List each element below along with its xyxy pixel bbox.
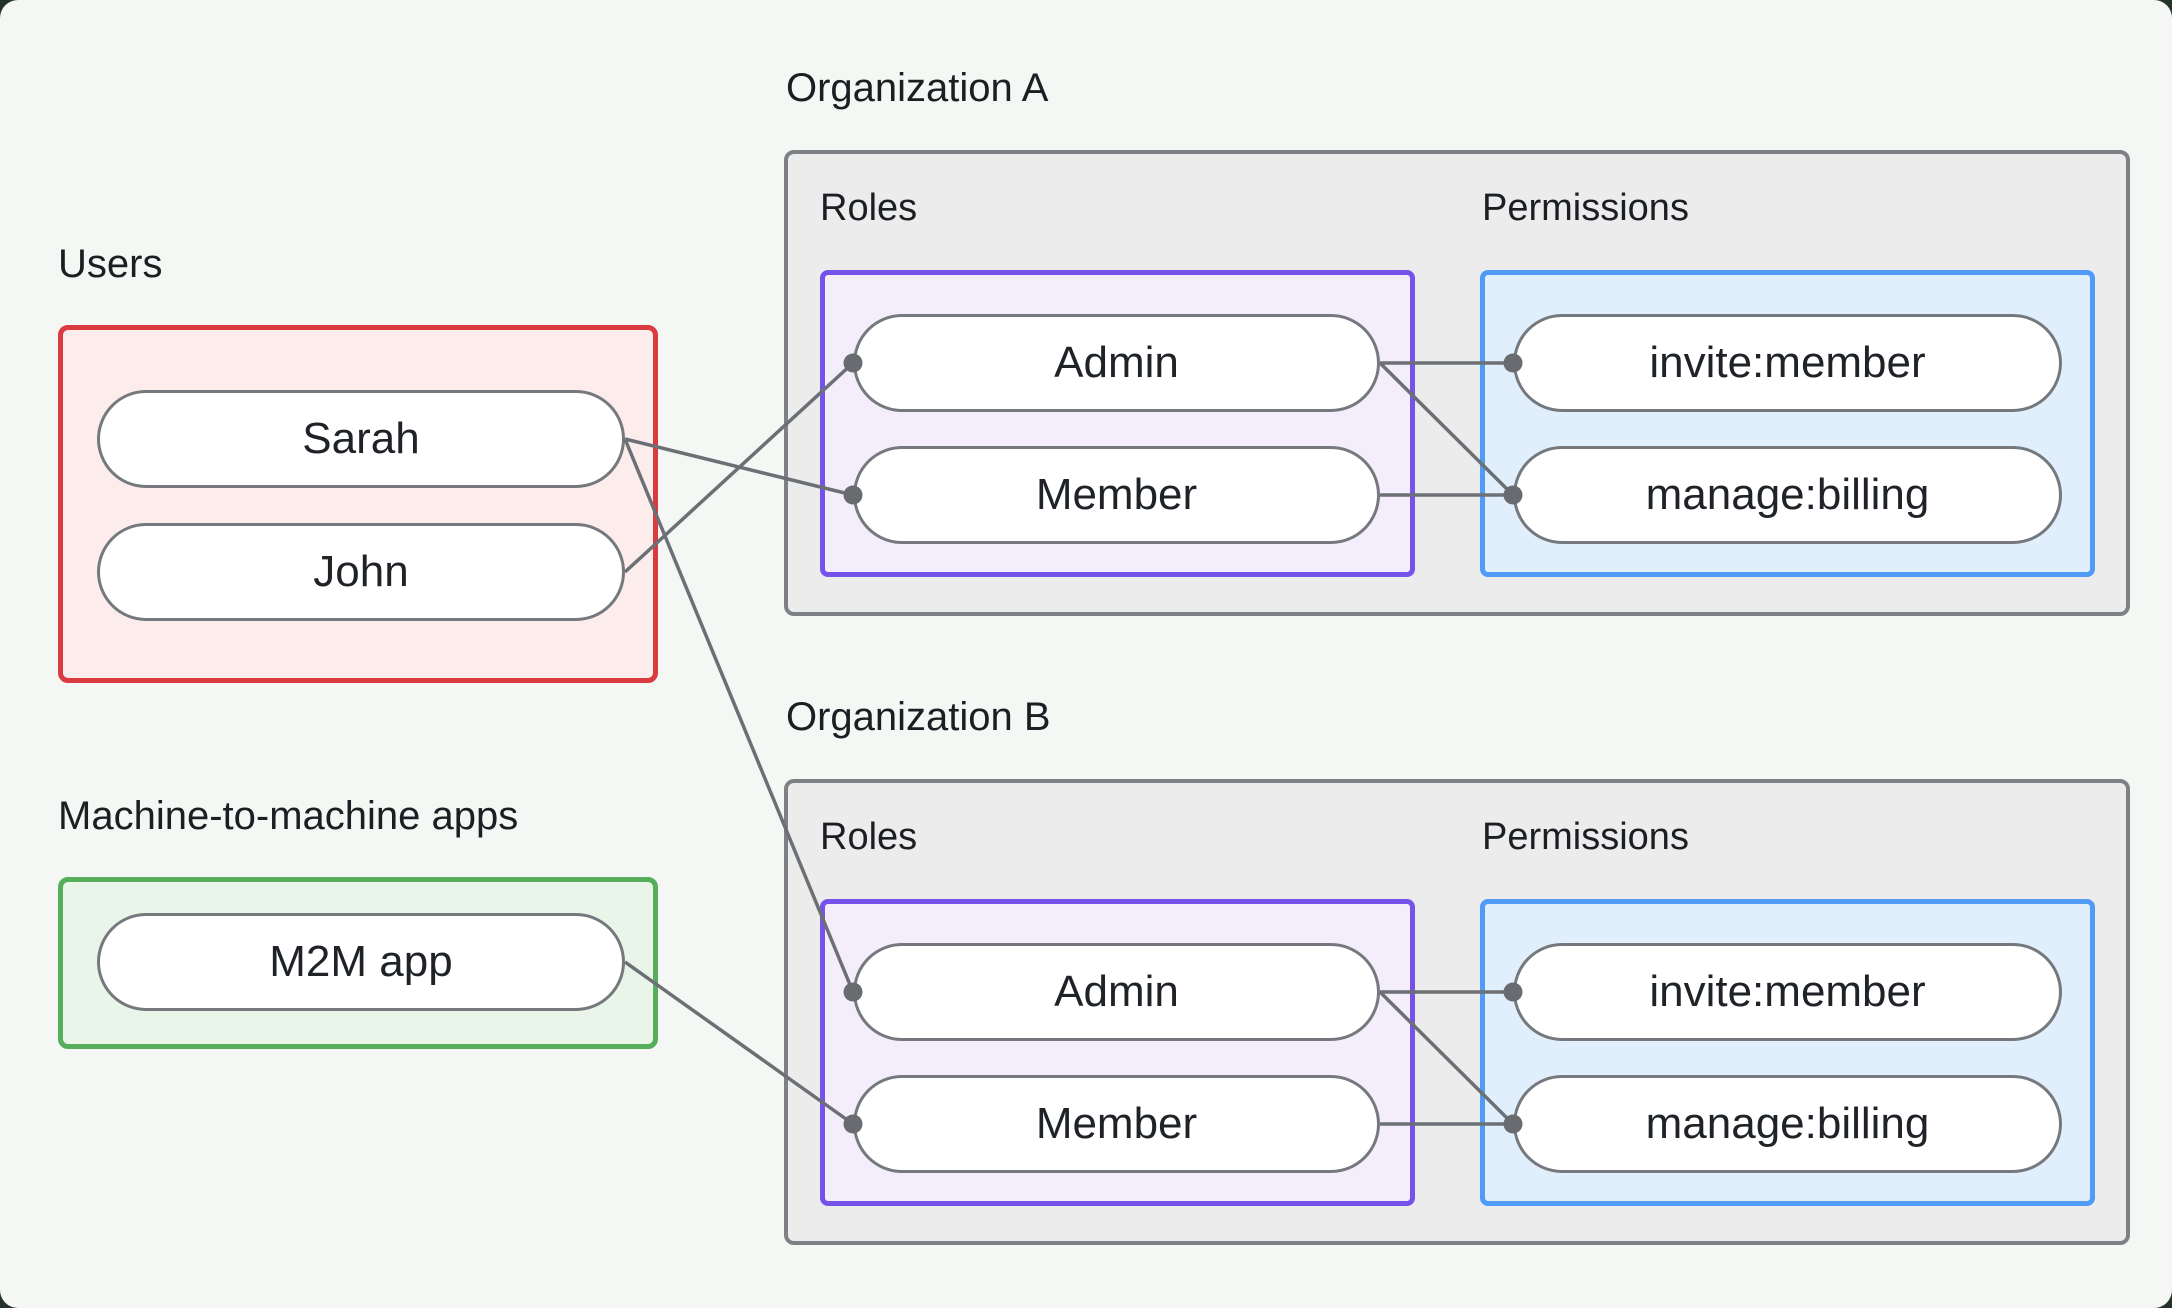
org-b-permissions-label: Permissions bbox=[1482, 816, 1689, 858]
org-b-title: Organization B bbox=[786, 695, 1051, 739]
org-b-permission-manage-billing: manage:billing bbox=[1513, 1075, 2062, 1173]
users-section-label: Users bbox=[58, 242, 163, 286]
org-a-role-admin: Admin bbox=[853, 314, 1380, 412]
org-a-title: Organization A bbox=[786, 66, 1049, 110]
org-b-roles-label: Roles bbox=[820, 816, 918, 858]
org-a-permissions-label: Permissions bbox=[1482, 187, 1689, 229]
m2m-app-node: M2M app bbox=[97, 913, 625, 1011]
org-a-permission-manage-billing: manage:billing bbox=[1513, 446, 2062, 544]
org-b-role-member: Member bbox=[853, 1075, 1380, 1173]
org-a-roles-label: Roles bbox=[820, 187, 918, 229]
org-b-role-admin: Admin bbox=[853, 943, 1380, 1041]
org-b-permission-invite-member: invite:member bbox=[1513, 943, 2062, 1041]
user-node-sarah: Sarah bbox=[97, 390, 625, 488]
m2m-section-label: Machine-to-machine apps bbox=[58, 794, 519, 838]
org-a-permission-invite-member: invite:member bbox=[1513, 314, 2062, 412]
org-a-role-member: Member bbox=[853, 446, 1380, 544]
user-node-john: John bbox=[97, 523, 625, 621]
users-group-box bbox=[58, 325, 658, 683]
